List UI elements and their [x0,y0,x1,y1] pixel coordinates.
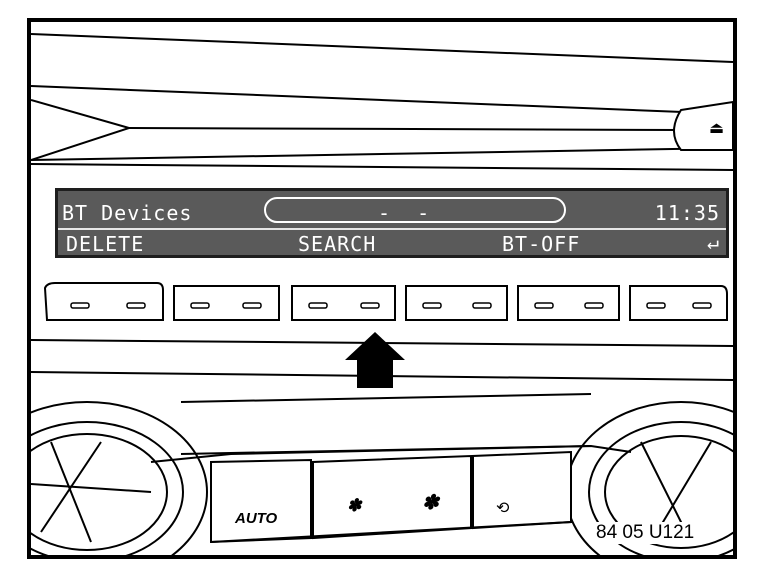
softkey-label-search: SEARCH [298,232,377,256]
illustration-frame: BT Devices - - 11:35 DELETE SEARCH BT-OF… [27,18,737,559]
fan-low-icon[interactable]: ✽ [347,496,362,515]
softkey-label-bt-off: BT-OFF [502,232,581,256]
softkey-label-delete: DELETE [66,232,145,256]
cd-slot-line [128,127,682,131]
dashboard-drawing [31,33,733,555]
softkey-2[interactable] [171,280,283,326]
panel-line [31,163,733,171]
display-separator [58,228,726,230]
display-field-value: - - [378,201,431,225]
softkey-6[interactable] [627,280,731,326]
display-time: 11:35 [654,201,720,225]
pointer-arrow [345,332,405,388]
softkey-4[interactable] [403,280,511,326]
auto-button-label[interactable]: AUTO [235,510,278,527]
display-title: BT Devices [62,201,193,225]
panel-line [31,85,733,115]
display-field [264,197,566,223]
panel-line [31,147,733,161]
recirculation-icon[interactable]: ⟲ [496,500,510,517]
panel-line [31,33,733,63]
eject-button-shape [673,100,733,151]
eject-icon[interactable]: ⏏ [709,118,725,137]
softkey-5[interactable] [515,280,623,326]
softkey-3-search[interactable] [289,280,399,326]
cd-slot [31,99,133,161]
back-icon: ↵ [706,230,720,254]
softkey-1[interactable] [41,280,165,326]
radio-display: BT Devices - - 11:35 DELETE SEARCH BT-OF… [55,188,729,258]
figure-reference: 84 05 U121 [594,522,697,544]
fan-high-icon[interactable]: ✽ [422,492,439,514]
